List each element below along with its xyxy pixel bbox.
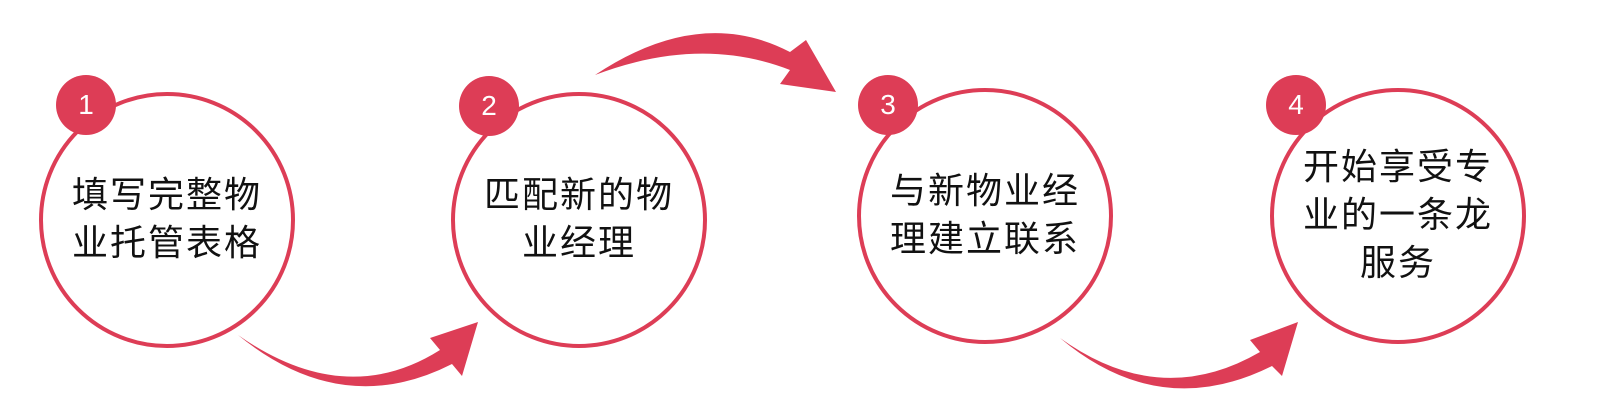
step-2-text: 匹配新的物 业经理 <box>455 172 703 268</box>
arrow-1-to-2 <box>238 322 478 387</box>
step-2-line-1: 匹配新的物 <box>483 175 674 216</box>
step-2-line-2: 业经理 <box>521 223 636 264</box>
step-1-text: 填写完整物 业托管表格 <box>43 172 291 268</box>
step-3-number-badge: 3 <box>858 75 918 135</box>
step-1-number-badge: 1 <box>56 75 116 135</box>
step-4-line-3: 服务 <box>1359 243 1436 284</box>
step-2-number-badge: 2 <box>459 76 519 136</box>
step-3-line-1: 与新物业经 <box>889 171 1080 212</box>
step-1-line-1: 填写完整物 <box>71 175 262 216</box>
arrow-2-to-3 <box>595 33 836 92</box>
step-1-line-2: 业托管表格 <box>71 223 262 264</box>
arrow-3-to-4 <box>1060 322 1298 389</box>
step-4-line-2: 业的一条龙 <box>1302 195 1493 236</box>
step-4-text: 开始享受专 业的一条龙 服务 <box>1274 144 1522 288</box>
step-4-circle: 开始享受专 业的一条龙 服务 <box>1270 88 1526 344</box>
step-3-text: 与新物业经 理建立联系 <box>861 168 1109 264</box>
step-4-number-badge: 4 <box>1266 75 1326 135</box>
step-4-line-1: 开始享受专 <box>1302 147 1493 188</box>
step-3-line-2: 理建立联系 <box>889 219 1080 260</box>
